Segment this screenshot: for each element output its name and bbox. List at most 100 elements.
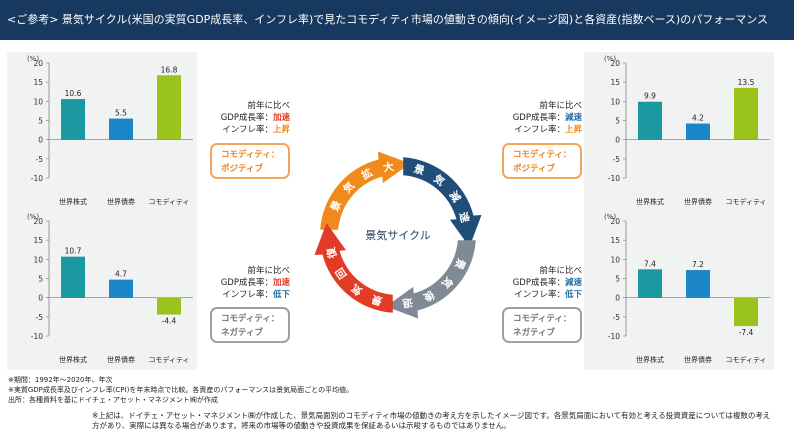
- annotation-line-3: インフレ率：低下: [190, 289, 290, 301]
- annotation-line-2: GDP成長率：減速: [482, 277, 582, 289]
- data-label: 10.7: [65, 247, 82, 256]
- x-category-label: 世界株式: [636, 355, 664, 364]
- badge-line-1: コモディティ：: [221, 150, 280, 160]
- y-axis-unit-label: (%): [27, 55, 39, 63]
- bar-2: [109, 279, 133, 298]
- data-label: -7.4: [739, 328, 754, 337]
- bar-1: [61, 99, 85, 140]
- y-tick-label: 20: [33, 217, 43, 226]
- annotation-top-left: 前年に比べ GDP成長率：加速 インフレ率：上昇: [190, 100, 290, 136]
- badge-bottom-right: コモディティ： ネガティブ: [502, 307, 582, 343]
- cycle-arrow-recession: [386, 240, 476, 319]
- x-category-label: コモディティ: [725, 197, 766, 206]
- gdp-label: GDP成長率：: [512, 113, 565, 123]
- y-axis-unit-label: (%): [604, 213, 616, 221]
- x-category-label: 世界株式: [59, 355, 87, 364]
- cycle-phase-char: 復: [324, 246, 340, 261]
- gdp-label: GDP成長率：: [512, 278, 565, 288]
- cycle-arrow-slowdown: [403, 157, 482, 247]
- data-label: 10.6: [65, 89, 82, 98]
- badge-line-2: ネガティブ: [513, 328, 555, 338]
- footnote-source: 出所：各種資料を基にドイチェ・アセット・マネジメント㈱が作成: [8, 396, 218, 404]
- bar-chart-bottom-left: (%)20151050-5-1010.7世界株式4.7世界債券-4.4コモディテ…: [27, 213, 193, 364]
- y-tick-label: 10: [610, 255, 620, 264]
- y-tick-label: -5: [613, 155, 621, 164]
- y-tick-label: 0: [38, 136, 43, 145]
- y-tick-label: 5: [38, 275, 43, 284]
- bar-1: [638, 269, 662, 298]
- y-tick-label: 20: [610, 59, 620, 68]
- y-tick-label: 20: [33, 59, 43, 68]
- y-tick-label: 5: [615, 117, 620, 126]
- x-category-label: 世界株式: [636, 197, 664, 206]
- y-axis-unit-label: (%): [604, 55, 616, 63]
- data-label: 16.8: [161, 65, 178, 74]
- annotation-line-1: 前年に比べ: [539, 266, 582, 276]
- gdp-label: GDP成長率：: [220, 113, 273, 123]
- header-banner: <ご参考> 景気サイクル(米国の実質GDP成長率、インフレ率)で見たコモディティ…: [0, 0, 794, 40]
- cycle-arrow-expansion: [320, 151, 410, 230]
- y-tick-label: -5: [613, 313, 621, 322]
- inflation-label: インフレ率：: [222, 125, 273, 135]
- annotation-bottom-right: 前年に比べ GDP成長率：減速 インフレ率：低下: [482, 265, 582, 301]
- x-category-label: 世界債券: [107, 355, 135, 364]
- badge-line-2: ポジティブ: [513, 164, 555, 174]
- cycle-phase-char: 景: [411, 162, 426, 178]
- inflation-value: 低下: [564, 290, 582, 300]
- badge-bottom-left: コモディティ： ネガティブ: [210, 307, 290, 343]
- bar-3: [734, 87, 758, 140]
- y-tick-label: 10: [33, 255, 43, 264]
- inflation-value: 低下: [272, 290, 290, 300]
- badge-top-right: コモディティ： ポジティブ: [502, 143, 582, 179]
- badge-line-1: コモディティ：: [221, 314, 280, 324]
- badge-line-1: コモディティ：: [513, 150, 572, 160]
- annotation-line-2: GDP成長率：減速: [482, 112, 582, 124]
- inflation-label: インフレ率：: [514, 290, 565, 300]
- badge-line-2: ネガティブ: [221, 328, 263, 338]
- data-label: 5.5: [115, 109, 127, 118]
- annotation-line-2: GDP成長率：加速: [190, 277, 290, 289]
- gdp-value: 減速: [564, 278, 582, 288]
- y-tick-label: 10: [33, 97, 43, 106]
- bar-3: [157, 297, 181, 315]
- data-label: 4.7: [115, 270, 127, 279]
- annotation-line-3: インフレ率：上昇: [482, 124, 582, 136]
- bar-chart-top-left: (%)20151050-5-1010.6世界株式5.5世界債券16.8コモディテ…: [27, 55, 193, 206]
- annotation-line-3: インフレ率：低下: [482, 289, 582, 301]
- gdp-value: 減速: [564, 113, 582, 123]
- bar-1: [61, 256, 85, 298]
- cycle-phase-char: 速: [456, 211, 471, 225]
- inflation-value: 上昇: [272, 125, 290, 135]
- y-tick-label: -10: [31, 332, 43, 341]
- data-label: 4.2: [692, 114, 704, 123]
- badge-line-1: コモディティ：: [513, 314, 572, 324]
- data-label: 13.5: [738, 78, 755, 87]
- gdp-label: GDP成長率：: [220, 278, 273, 288]
- data-label: 7.2: [692, 260, 704, 269]
- bar-2: [686, 270, 710, 298]
- cycle-phase-char: 大: [382, 160, 395, 174]
- cycle-center-label: 景気サイクル: [365, 228, 430, 242]
- footnote-method: ※実質GDP成長率及びインフレ率(CPI)を年末時点で比較。各資産のパフォーマン…: [8, 386, 354, 394]
- cycle-phase-char: 退: [401, 296, 414, 309]
- x-category-label: 世界債券: [684, 197, 712, 206]
- footnote-period: ※期間：1992年～2020年、年次: [8, 376, 113, 384]
- bar-3: [734, 297, 758, 327]
- bar-2: [686, 123, 710, 140]
- cycle-arrow-recovery: [314, 223, 393, 313]
- bar-3: [157, 75, 181, 140]
- inflation-label: インフレ率：: [514, 125, 565, 135]
- disclaimer-text: ※上記は、ドイチェ・アセット・マネジメント㈱が作成した、景気局面別のコモディティ…: [92, 411, 771, 430]
- bar-2: [109, 118, 133, 140]
- y-tick-label: 0: [615, 294, 620, 303]
- x-category-label: 世界株式: [59, 197, 87, 206]
- inflation-label: インフレ率：: [222, 290, 273, 300]
- badge-top-left: コモディティ： ポジティブ: [210, 143, 290, 179]
- business-cycle-diagram: 景気サイクル 景気拡大景気減速景気後退景気回復: [314, 151, 482, 319]
- y-tick-label: -10: [31, 174, 43, 183]
- y-tick-label: -10: [608, 174, 620, 183]
